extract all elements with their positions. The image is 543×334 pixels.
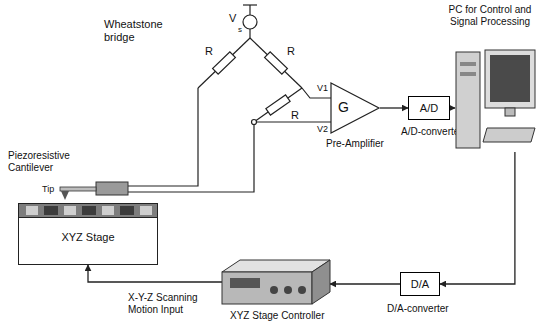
converter-box: D/AD/A-converter (400, 272, 440, 296)
signal-arrow (380, 107, 408, 108)
gain-symbol: G (338, 99, 349, 116)
signal-name: V2 (317, 124, 328, 135)
computer-figure: PC for Control and Signal Processing (455, 42, 537, 152)
computer-figure-outline (455, 42, 537, 152)
signal-arrow (440, 152, 515, 284)
bridge-wiring (128, 5, 331, 192)
tip-name: Tip (42, 184, 54, 195)
resistor-symbol (213, 52, 291, 115)
bridge-name: Wheatstone bridge (104, 18, 182, 44)
controller-figure: XYZ Stage Controller (222, 258, 330, 306)
converter-name: D/A-converter (387, 303, 449, 315)
controller-name: XYZ Stage Controller (230, 310, 325, 322)
converter-box: A/DA/D-converter (408, 96, 450, 120)
resistor-value: R (287, 45, 295, 58)
amplifier-triangle-outline (330, 82, 380, 134)
converter-name: A/D-converter (401, 126, 463, 138)
edge-label: X-Y-Z Scanning Motion Input (128, 292, 220, 316)
resistor-value: R (205, 45, 213, 58)
converter-code: D/A (401, 278, 439, 291)
resistor-value: R (291, 109, 299, 122)
stage-name: XYZ Stage (18, 231, 158, 244)
amplifier-triangle: GPre-Amplifier (330, 82, 380, 134)
computer-name: PC for Control and Signal Processing (441, 4, 539, 28)
stage-block: XYZ Stage (18, 203, 158, 265)
controller-figure-outline (222, 258, 330, 306)
source-symbol: V (229, 12, 236, 25)
cantilever-figure (60, 182, 128, 200)
signal-arrow (88, 265, 222, 282)
cantilever-name: Piezoresistive Cantilever (8, 150, 92, 174)
amplifier-name: Pre-Amplifier (326, 138, 384, 150)
source-subscript: s (238, 25, 242, 35)
signal-arrow (330, 283, 400, 284)
converter-code: A/D (409, 102, 449, 115)
signal-arrow (450, 107, 455, 108)
signal-name: V1 (317, 83, 328, 94)
